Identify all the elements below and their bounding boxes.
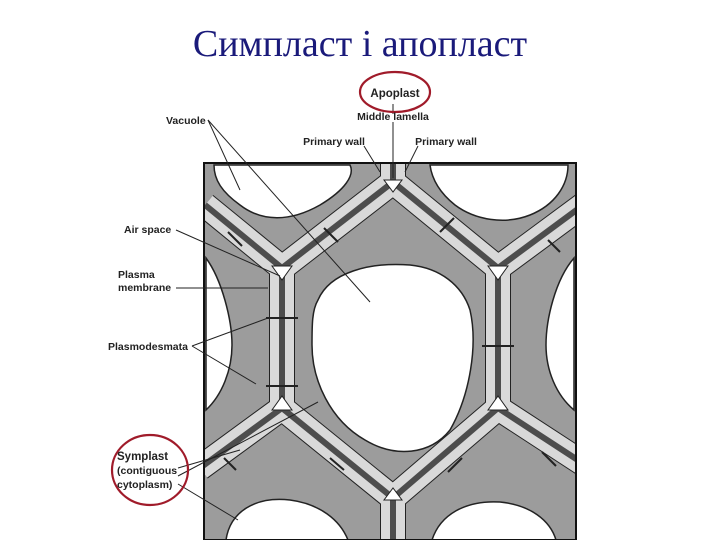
slide-title: Симпласт і апопласт [192,23,528,65]
central-vacuole [311,263,474,453]
vacuole-right [545,255,575,412]
plasmodesmata [223,217,561,473]
label-membrane: membrane [118,282,171,294]
air-space [271,265,293,281]
label-apoplast: Apoplast [370,88,419,100]
label-symplast-contiguous: (contiguous [117,465,177,477]
air-space [383,487,403,501]
leader-symplast-c [177,483,239,521]
leader-vacuole-b [207,119,371,303]
tissue-block [204,163,576,540]
leader-symplast-b [177,401,319,477]
label-symplast: Symplast [117,451,168,463]
tissue-frame [203,162,577,540]
vacuole-bottom-right [431,501,557,540]
leader-plasmodesmata-b [191,345,257,385]
leader-primary-wall-left [363,145,381,173]
leader-vacuole-a [207,119,241,191]
air-space [383,179,403,193]
air-space [271,395,293,411]
air-spaces [271,179,509,501]
label-vacuole: Vacuole [166,115,206,127]
leader-plasmodesmata-a [191,317,269,347]
plasmodesma [227,231,243,247]
air-space [487,265,509,281]
label-middle-lamella: Middle lamella [357,111,429,123]
vacuole-top-left [213,164,352,219]
vacuole-top-right [429,164,569,221]
apoplast-highlight-circle [358,70,432,114]
plasmodesma [323,227,339,243]
leader-air-space [175,229,281,277]
label-primary-wall-left: Primary wall [303,136,365,148]
plasmodesma [439,217,455,233]
plasmodesma [541,451,557,467]
leader-lines [175,104,419,521]
label-air-space: Air space [124,224,171,236]
vacuole-left [205,255,233,412]
air-space [487,395,509,411]
plasmodesma [547,239,561,253]
plasmodesma [329,457,345,471]
label-symplast-cytoplasm: cytoplasm) [117,479,172,491]
leader-primary-wall-right [404,145,419,173]
symplast-highlight-circle [110,433,190,507]
vacuoles [205,164,575,540]
label-plasma: Plasma [118,269,155,281]
label-primary-wall-right: Primary wall [415,136,477,148]
label-plasmodesmata: Plasmodesmata [108,341,188,353]
plasmodesma [447,457,463,473]
plasmodesma [223,457,237,471]
